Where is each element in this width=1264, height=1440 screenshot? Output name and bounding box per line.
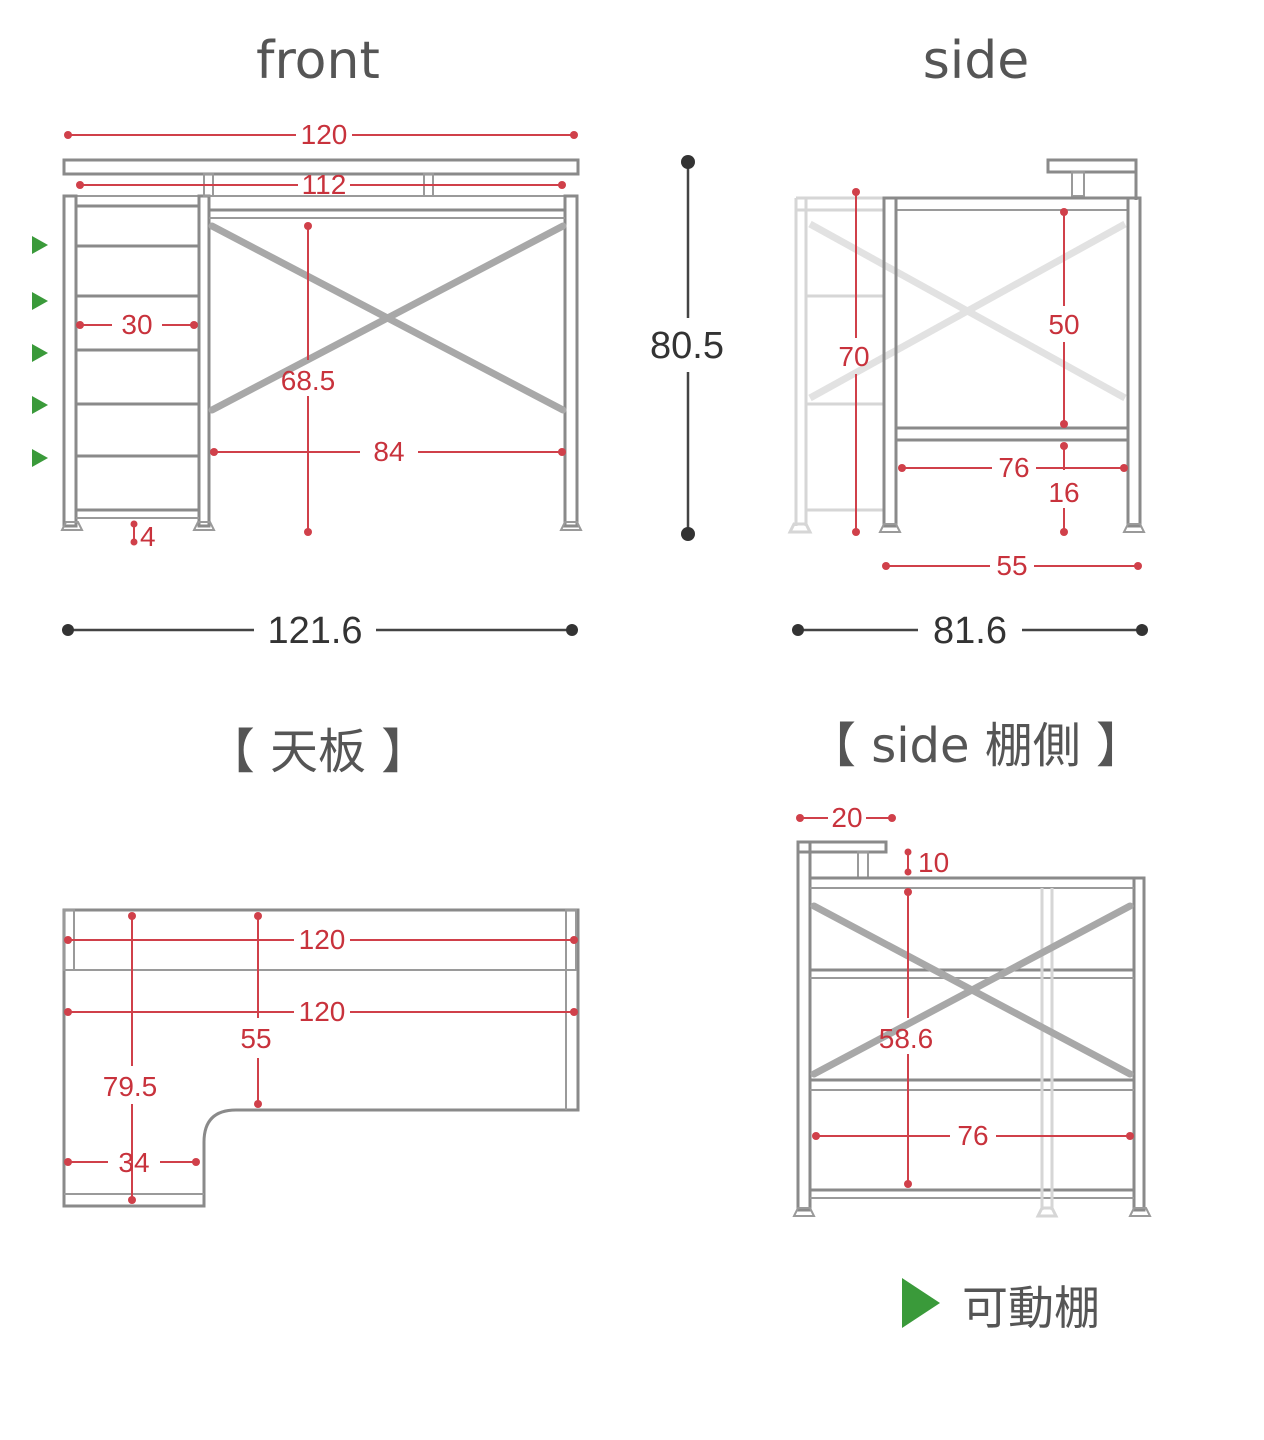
front-right-leg	[563, 194, 579, 528]
front-desk-width-label: 84	[373, 436, 404, 467]
top-board-front-width-label: 120	[299, 996, 346, 1027]
side-ghost-height-label: 70	[838, 341, 869, 372]
front-bottom-gap-label: 4	[140, 521, 156, 552]
side-ghost-unit	[794, 196, 1127, 526]
shelf-side-inner-height-label: 58.6	[879, 1023, 934, 1054]
movable-shelf-markers	[32, 236, 48, 467]
side-front-leg	[882, 196, 898, 528]
movable-shelf-arrow-1	[32, 236, 48, 254]
side-inner-depth-label: 76	[998, 452, 1029, 483]
side-leg-depth-label: 55	[996, 550, 1027, 581]
side-dimensions: 70 50 76 16 55 81.6	[792, 188, 1148, 652]
shelf-side-left-leg	[796, 840, 812, 1212]
top-board-right-depth-label: 55	[240, 1023, 271, 1054]
front-drawer-width-label: 30	[121, 309, 152, 340]
top-board-title: 【 天板 】	[207, 724, 430, 780]
top-board-outline	[62, 908, 580, 1208]
top-board-back-width-label: 120	[299, 924, 346, 955]
front-inner-width-label: 112	[302, 169, 347, 200]
shelf-side-right-leg	[1132, 876, 1146, 1212]
movable-shelf-arrow-2	[32, 292, 48, 310]
legend: 可動棚	[902, 1278, 1100, 1335]
front-top-board	[62, 158, 580, 176]
top-board-dimensions: 120 120 55 79.5 34	[64, 912, 578, 1204]
front-overall-width-label: 121.6	[267, 610, 362, 652]
movable-shelf-arrow-3	[32, 344, 48, 362]
shelf-side-title: 【 side 棚側 】	[808, 718, 1144, 774]
front-title: front	[256, 31, 380, 91]
side-back-leg	[1126, 196, 1142, 528]
side-title: side	[923, 31, 1030, 91]
shelf-side-top-width-label: 20	[831, 802, 862, 833]
side-view	[787, 158, 1146, 534]
legend-label: 可動棚	[962, 1281, 1100, 1335]
shelf-side-dimensions: 20 10 58.6 76	[796, 802, 1134, 1188]
top-board-notch-width-label: 34	[118, 1147, 149, 1178]
side-overall-depth-label: 81.6	[933, 610, 1007, 652]
legend-arrow-icon	[902, 1278, 940, 1328]
overall-height-label: 80.5	[650, 325, 724, 367]
side-upper-height-label: 50	[1048, 309, 1079, 340]
shelf-side-top-height-label: 10	[918, 847, 949, 878]
front-width-top-label: 120	[301, 119, 348, 150]
side-top-shelf	[1046, 158, 1138, 174]
movable-shelf-arrow-4	[32, 396, 48, 414]
front-view	[60, 158, 583, 531]
side-lower-gap-label: 16	[1048, 477, 1079, 508]
movable-shelf-arrow-5	[32, 449, 48, 467]
front-dimensions: 120 112 30 68.5 84 4 121.6	[62, 119, 578, 652]
front-inner-height-label: 68.5	[281, 365, 336, 396]
shelf-side-view	[792, 840, 1152, 1218]
shelf-side-inner-width-label: 76	[957, 1120, 988, 1151]
front-left-leg	[62, 194, 78, 528]
front-middle-leg	[197, 194, 211, 528]
top-board-view	[62, 908, 580, 1208]
overall-height-dimension: 80.5	[650, 155, 724, 541]
top-board-left-depth-label: 79.5	[103, 1071, 158, 1102]
